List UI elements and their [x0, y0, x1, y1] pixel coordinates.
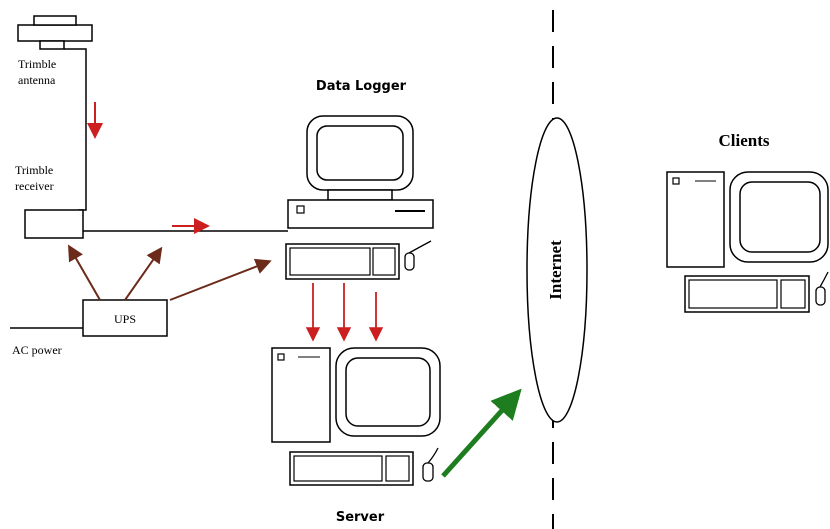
clients-label: Clients	[719, 131, 770, 150]
server-to-internet-arrow	[443, 396, 515, 476]
internet-label: Internet	[546, 240, 565, 300]
server-keyboard	[290, 452, 413, 485]
data-logger-keyboard	[286, 244, 399, 279]
client-tower	[667, 172, 724, 267]
server-tower	[272, 348, 330, 442]
ups-to-logger-arrow	[170, 262, 268, 300]
receiver-label-line1: Trimble	[15, 163, 53, 177]
client-monitor	[730, 172, 828, 262]
antenna-label-line2: antenna	[18, 73, 56, 87]
server-mouse	[423, 448, 438, 481]
ac-power-label: AC power	[12, 343, 62, 357]
ups-to-receiver-arrow	[70, 248, 100, 300]
receiver-label-line2: receiver	[15, 179, 54, 193]
antenna-icon	[18, 16, 92, 49]
client-mouse	[816, 272, 828, 305]
data-logger-label: Data Logger	[316, 79, 407, 94]
antenna-label-line1: Trimble	[18, 57, 56, 71]
antenna-cable	[64, 49, 86, 210]
ups-to-line-arrow	[125, 250, 160, 300]
data-logger-case	[288, 200, 433, 228]
data-logger-mouse	[405, 241, 431, 270]
receiver-box	[25, 210, 83, 238]
ups-label: UPS	[114, 312, 136, 326]
server-monitor	[336, 348, 440, 436]
server-label: Server	[336, 510, 385, 525]
data-logger-monitor	[307, 116, 413, 200]
client-keyboard	[685, 276, 809, 312]
